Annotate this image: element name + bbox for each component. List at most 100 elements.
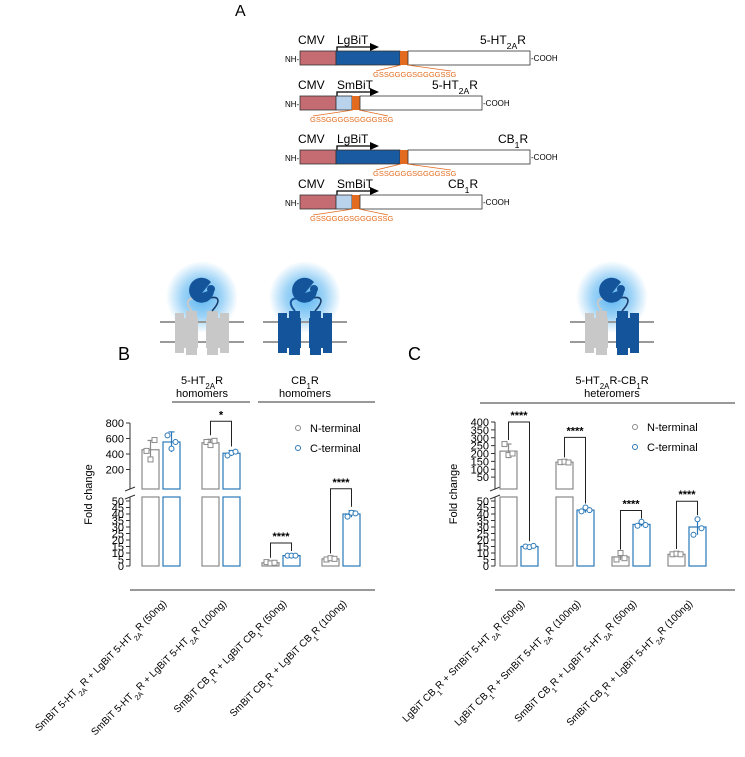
bar: [342, 513, 361, 567]
legend-marker-c: [295, 445, 301, 451]
axis-break-mark: [124, 494, 136, 500]
significance-label: ****: [510, 410, 528, 422]
y-tick-label: 10: [112, 548, 124, 560]
label-subscript: 2A: [205, 382, 215, 391]
data-point: [344, 513, 351, 520]
data-point: [172, 438, 179, 445]
label-subscript: 1: [311, 634, 320, 643]
receptor-label: CB1R: [448, 177, 478, 195]
y-tick-label: 600: [106, 434, 124, 446]
promoter-box: [299, 194, 337, 210]
legend-marker-c: [632, 444, 638, 450]
data-point: [565, 459, 572, 466]
significance-label: ****: [622, 498, 640, 510]
linker-box: [400, 150, 408, 164]
label-part: R-CB: [609, 375, 636, 387]
smbit-fragment: [310, 285, 318, 293]
x-category-label: SmBiT CB1R + LgBiT CB1R (100ng): [228, 598, 352, 722]
label-subscript: 2A: [459, 86, 470, 96]
label-part: CB: [291, 375, 306, 387]
c-term-label: -COOH: [531, 153, 558, 162]
label-part: LgBiT CB: [453, 691, 491, 729]
significance-bracket: [210, 420, 232, 447]
label-part: R (100ng): [310, 598, 349, 637]
receptor-box: [359, 194, 483, 210]
label-part: R + SmBiT 5-HT: [434, 632, 494, 692]
data-point: [203, 438, 210, 445]
label-part: R (100ng): [656, 598, 695, 637]
tag-box: [335, 95, 353, 111]
arrow-head: [370, 43, 379, 51]
label-part: R + LgBiT 5-HT: [548, 632, 605, 689]
group-title-line2: homomers: [176, 388, 228, 400]
group-title: 5-HT2AR-CB1R: [575, 375, 648, 391]
label-subscript: 1: [265, 680, 274, 689]
label-part: 5-HT: [575, 375, 600, 387]
promoter-label: CMV: [298, 132, 325, 146]
group-title: 5-HT2AR: [181, 375, 223, 391]
legend-label-c: C-terminal: [647, 442, 698, 454]
label-part: SmBiT 5-HT: [90, 691, 137, 738]
tag-label: SmBiT: [337, 78, 374, 92]
label-part: R (100ng): [544, 598, 583, 637]
y-tick-label: 35: [112, 516, 124, 528]
data-point: [211, 437, 218, 444]
y-axis-label: Fold change: [83, 464, 95, 525]
data-point: [352, 510, 359, 517]
y-tick-label: 50: [477, 472, 489, 484]
data-point: [224, 452, 231, 459]
significance-bracket: [564, 436, 586, 504]
promoter-arrow: [336, 190, 372, 195]
data-point: [582, 504, 589, 511]
label-part: R + LgBiT 5-HT: [78, 632, 135, 689]
group-title-line2: heteromers: [584, 388, 640, 400]
label-part: 5-HT: [181, 375, 206, 387]
linker-sequence: GSSGGGGSGGGGSSG: [373, 169, 457, 178]
x-category-label: SmBiT CB1R + LgBiT CB1R (50ng): [172, 598, 292, 718]
bar-upper: [222, 452, 241, 490]
label-part: R: [519, 132, 528, 146]
y-tick-label: 15: [112, 542, 124, 554]
data-point: [292, 552, 299, 559]
arrow-head: [370, 187, 379, 195]
tag-box: [335, 50, 401, 66]
label-subscript: 1: [515, 140, 520, 150]
receptor-label: 5-HT2AR: [480, 33, 526, 51]
y-tick-label: 150: [471, 456, 489, 468]
receptor-box: [359, 95, 483, 111]
y-tick-label: 800: [106, 418, 124, 430]
linker-line: [358, 208, 389, 216]
label-part: R (100ng): [190, 598, 229, 637]
helix: [220, 313, 229, 353]
tether: [312, 296, 322, 312]
bar-lower: [162, 496, 181, 567]
data-point: [151, 437, 158, 444]
helix: [278, 313, 287, 353]
promoter-label: CMV: [298, 177, 325, 191]
helix: [182, 318, 198, 348]
significance-label: ****: [566, 425, 584, 437]
linker-sequence: GSSGGGGSGGGGSSG: [310, 115, 394, 124]
n-term-label: NH-: [285, 154, 300, 163]
smbit-fragment: [207, 285, 215, 293]
helix: [616, 318, 632, 348]
y-tick-label: 200: [471, 449, 489, 461]
y-tick-label: 45: [112, 503, 124, 515]
data-point: [638, 518, 645, 525]
data-point: [143, 447, 150, 454]
legend-marker-n: [632, 424, 638, 430]
linker-line: [375, 64, 402, 72]
label-part: R (50ng): [134, 598, 169, 633]
label-part: R + LgBiT 5-HT: [600, 636, 657, 693]
linker-line: [406, 163, 452, 171]
label-part: SmBiT CB: [228, 679, 269, 720]
label-subscript: 1: [255, 630, 264, 639]
c-term-label: -COOH: [483, 198, 510, 207]
bar-lower: [141, 496, 160, 567]
legend-label-c: C-terminal: [310, 443, 361, 455]
y-tick-label: 400: [471, 417, 489, 429]
